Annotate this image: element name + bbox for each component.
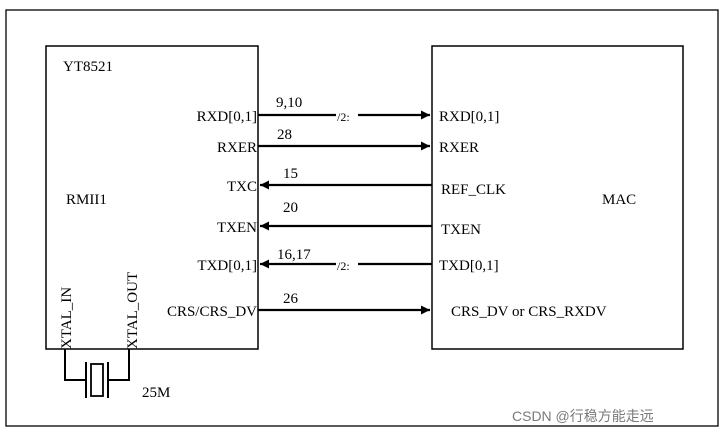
txc-signal-number: 15 [283, 166, 298, 182]
xtal-out-label: XTAL_OUT [125, 272, 141, 349]
txd-signal-number: 16,17 [277, 247, 311, 263]
mac-pin-ref-clk: REF_CLK [441, 182, 506, 198]
rxd-bus-width: /2: [337, 110, 350, 124]
rxer-signal-number: 28 [277, 127, 292, 143]
phy-pin-txd: TXD[0,1] [197, 258, 257, 274]
mac-pin-rxd: RXD[0,1] [439, 109, 499, 125]
rxd-signal-number: 9,10 [276, 95, 302, 111]
phy-pin-rxer: RXER [217, 140, 257, 156]
mac-pin-txen: TXEN [441, 222, 481, 238]
phy-pin-txen: TXEN [217, 220, 257, 236]
crystal-circuit [64, 349, 130, 398]
txen-signal-number: 20 [283, 200, 298, 216]
crs-signal-number: 26 [283, 291, 299, 307]
phy-pin-crs: CRS/CRS_DV [167, 304, 257, 320]
phy-title: YT8521 [63, 59, 113, 75]
csdn-watermark: CSDN @行稳方能走远 [512, 408, 654, 424]
mac-title: MAC [602, 192, 636, 208]
phy-pin-txc: TXC [227, 179, 257, 195]
phy-pin-rxd: RXD[0,1] [197, 109, 257, 125]
mac-pin-crs: CRS_DV or CRS_RXDV [451, 304, 607, 320]
phy-block [45, 45, 259, 350]
txd-bus-width: /2: [337, 259, 350, 273]
mac-pin-txd: TXD[0,1] [439, 258, 499, 274]
crystal-frequency: 25M [142, 385, 170, 401]
xtal-in-label: XTAL_IN [59, 287, 75, 349]
outer-frame [5, 9, 719, 427]
mac-pin-rxer: RXER [439, 140, 479, 156]
phy-mode-label: RMII1 [66, 192, 107, 208]
mac-block [431, 45, 684, 350]
